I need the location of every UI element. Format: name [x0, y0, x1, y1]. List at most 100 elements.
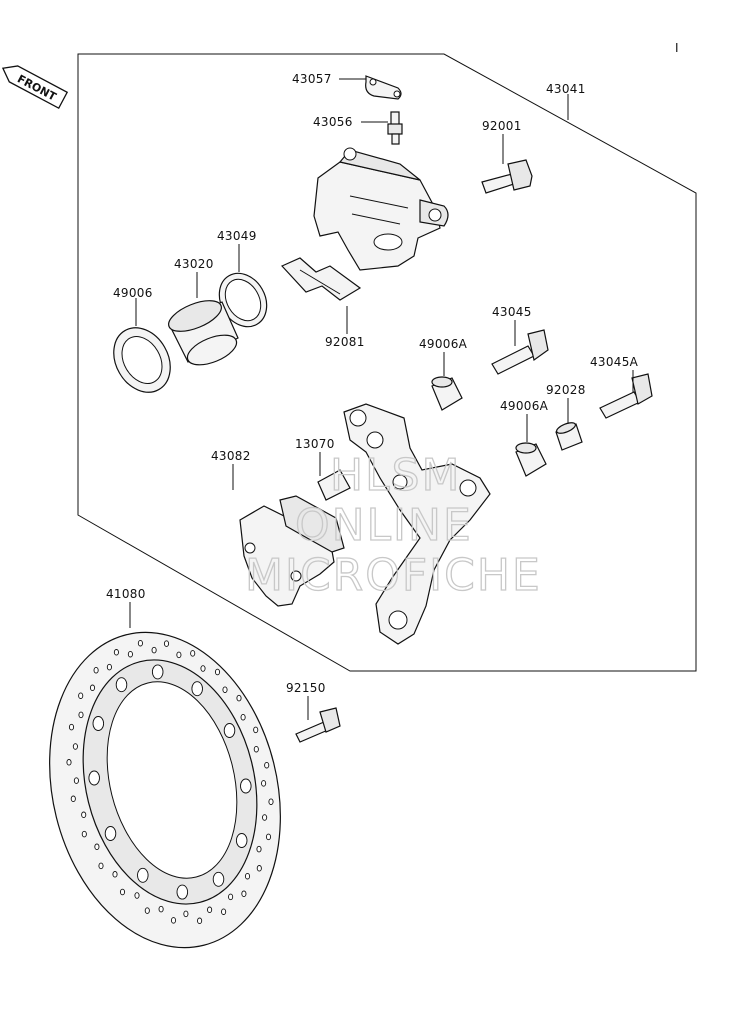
part-92150-bolt [295, 707, 341, 743]
disc-hole [137, 639, 143, 647]
disc-hole [265, 833, 272, 841]
part-49006A-boot-upper [431, 376, 463, 411]
part-caliper-bracket [343, 403, 491, 645]
disc-hole [236, 694, 242, 702]
disc-hole [197, 917, 203, 925]
disc-hole [244, 872, 251, 880]
disc-hole [72, 743, 78, 750]
part-43057-cover [365, 75, 402, 100]
disc-hole [253, 726, 259, 734]
label-43045: 43045 [492, 305, 532, 319]
disc-holes [66, 639, 274, 925]
disc-hole [68, 723, 75, 731]
disc-hole [200, 665, 206, 672]
part-43041-caliper-body [313, 147, 449, 271]
watermark-line3: MICROFICHE [245, 550, 542, 601]
disc-hole [113, 649, 119, 656]
label-43041: 43041 [546, 82, 586, 96]
disc-hole [104, 826, 117, 841]
disc-hole [92, 716, 105, 731]
label-92001: 92001 [482, 119, 522, 133]
label-49006: 49006 [113, 286, 153, 300]
disc-hole [190, 650, 196, 657]
disc-hole [94, 843, 100, 851]
disc-hole [81, 811, 87, 819]
disc-hole [214, 668, 221, 676]
disc-hole [256, 845, 262, 853]
label-92028: 92028 [546, 383, 586, 397]
disc-hole [81, 830, 87, 838]
disc-hole [264, 761, 270, 769]
disc-hole [212, 871, 225, 887]
disc-hole [115, 677, 128, 693]
disc-hole [176, 884, 189, 900]
disc-hole [223, 723, 236, 738]
part-43056-bleed-valve [387, 111, 403, 145]
disc-hole [191, 681, 203, 697]
label-43020: 43020 [174, 257, 214, 271]
part-43045A-pin [599, 373, 653, 419]
disc-hole [73, 777, 79, 784]
label-43082: 43082 [211, 449, 251, 463]
label-49006A-upper: 49006A [419, 337, 468, 351]
label-92150: 92150 [286, 681, 326, 695]
disc-hole [228, 893, 234, 901]
disc-hole [176, 651, 182, 659]
part-92081-spring [280, 257, 362, 301]
disc-hole [144, 907, 150, 914]
label-43045A: 43045A [590, 355, 639, 369]
disc-hole [70, 795, 76, 803]
caliper-assembly-frame [77, 53, 697, 672]
disc-hole [240, 713, 246, 721]
disc-hole [137, 867, 149, 883]
disc-hole [78, 711, 84, 719]
disc-hole [78, 692, 84, 699]
part-13070-shim [317, 469, 351, 501]
part-49006A-boot-lower [515, 442, 547, 477]
part-49006-dust-seal [113, 327, 171, 393]
part-43020-piston [168, 300, 239, 366]
label-13070: 13070 [295, 437, 335, 451]
disc-hole [106, 663, 112, 671]
disc-hole [240, 778, 252, 794]
disc-hole [268, 798, 274, 805]
watermark-line1: HLSM [330, 450, 462, 501]
disc-hole [163, 640, 170, 647]
label-43057: 43057 [292, 72, 332, 86]
label-41080: 41080 [106, 587, 146, 601]
disc-hole [127, 650, 133, 658]
label-43049: 43049 [217, 229, 257, 243]
disc-hole [134, 892, 140, 899]
disc-hole [256, 865, 262, 872]
disc-hole [93, 666, 99, 674]
disc-hole [119, 888, 126, 896]
label-43056: 43056 [313, 115, 353, 129]
disc-hole [235, 833, 248, 848]
disc-hole [262, 814, 268, 821]
disc-hole [112, 871, 118, 878]
disc-hole [98, 862, 104, 870]
part-92001-bolt [481, 159, 533, 194]
disc-hole [88, 770, 100, 786]
disc-hole [222, 686, 228, 693]
disc-hole [170, 917, 177, 924]
watermark-line2: ONLINE [295, 500, 473, 551]
part-41080-brake-disc [49, 631, 281, 949]
disc-hole [151, 646, 157, 654]
part-43045-pin [491, 329, 549, 375]
label-92081: 92081 [325, 335, 365, 349]
disc-hole [151, 664, 164, 680]
disc-hole [221, 908, 227, 915]
corner-mark: I [675, 41, 679, 55]
front-arrow-icon: FRONT [1, 65, 69, 110]
part-92028-sleeve [555, 422, 583, 451]
disc-hole [241, 890, 247, 898]
disc-hole [89, 684, 96, 692]
disc-hole [66, 759, 72, 766]
part-43082-brake-pads [239, 495, 345, 607]
disc-hole [261, 780, 267, 787]
label-49006A-lower: 49006A [500, 399, 549, 413]
disc-hole [183, 910, 189, 918]
disc-hole [253, 745, 259, 753]
